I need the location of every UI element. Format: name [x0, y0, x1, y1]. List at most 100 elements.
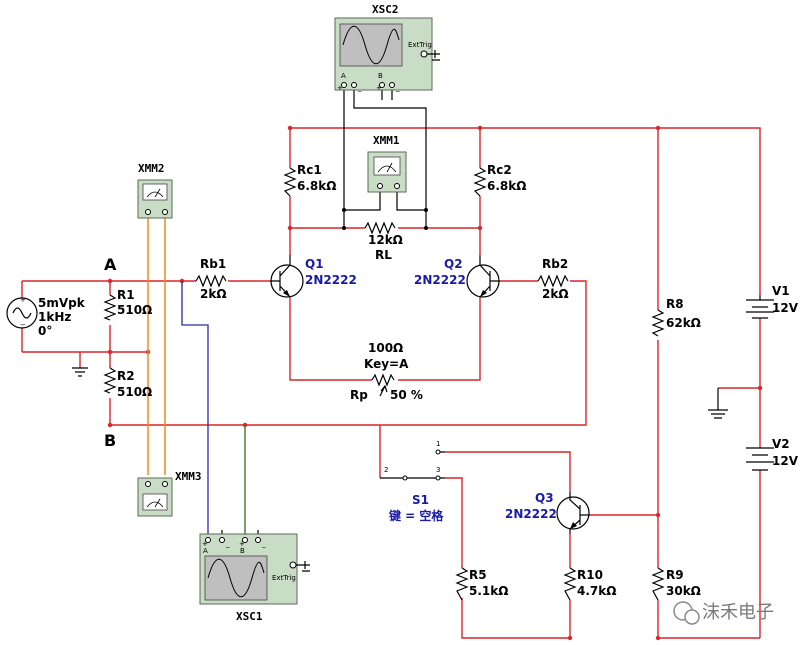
rl-name: RL [375, 248, 392, 262]
ground-symbol [708, 388, 728, 419]
r5-name: R5 [469, 568, 487, 582]
rc1-value: 6.8kΩ [297, 179, 336, 193]
resistor-rc2 [473, 167, 487, 197]
r8-value: 62kΩ [666, 316, 701, 330]
xsc1-ch-a-plus: + [202, 540, 208, 548]
switch-s1[interactable] [380, 449, 445, 481]
pot-percent: 50 % [390, 388, 423, 402]
resistor-r2 [103, 367, 117, 394]
r9-name: R9 [666, 568, 684, 582]
source-frequency: 1kHz [38, 310, 71, 324]
wires-scope-xsc1 [181, 281, 259, 540]
q1-model: 2N2222 [305, 273, 357, 287]
resistor-r10 [563, 567, 577, 601]
xsc2-ch-a-minus: _ [357, 84, 362, 92]
xsc1-ch-b-minus: _ [261, 540, 266, 548]
xsc2-ch-b-minus: _ [395, 84, 400, 92]
xsc2-label: XSC2 [372, 3, 399, 16]
wires-orange [147, 218, 166, 475]
xsc2-ch-a: A [341, 72, 346, 80]
battery-v1 [746, 295, 774, 319]
r2-value: 510Ω [117, 385, 152, 399]
resistor-rb1 [195, 274, 227, 288]
v1-value: 12V [772, 301, 799, 315]
r10-value: 4.7kΩ [577, 584, 616, 598]
source-phase: 0° [38, 324, 52, 338]
transistor-q2 [466, 255, 500, 298]
xsc1-ch-a: A [203, 547, 208, 555]
switch-pin1: 1 [436, 440, 440, 448]
xsc2-ch-b-plus: + [376, 84, 382, 92]
multimeter-xmm1[interactable] [367, 151, 407, 193]
pot-name: Rp [350, 388, 368, 402]
pot-key: Key=A [364, 357, 409, 371]
xsc2-exttrig: ExtTrig [408, 41, 432, 49]
transistor-q3 [556, 492, 590, 534]
rl-value: 12kΩ [368, 233, 403, 247]
xsc1-ch-a-minus: _ [225, 540, 230, 548]
r1-value: 510Ω [117, 303, 152, 317]
rb2-name: Rb2 [542, 257, 568, 271]
switch-key: 键 = 空格 [388, 508, 444, 523]
oscilloscope-xsc1[interactable] [199, 533, 310, 605]
switch-pin2: 2 [384, 466, 388, 474]
resistor-r1 [103, 294, 117, 321]
ac-source: + − [6, 296, 38, 329]
xsc1-ch-b-plus: + [239, 540, 245, 548]
xsc2-ch-b: B [378, 72, 383, 80]
pot-value: 100Ω [368, 341, 403, 355]
watermark-text: 沫禾电子 [702, 602, 774, 623]
pot-wiper [379, 384, 388, 397]
multimeter-xmm2[interactable] [137, 179, 173, 219]
resistor-r5 [455, 567, 469, 601]
r2-name: R2 [117, 369, 135, 383]
r10-name: R10 [577, 568, 603, 582]
r9-value: 30kΩ [666, 584, 701, 598]
svg-text:−: − [20, 321, 26, 329]
switch-name: S1 [412, 493, 429, 507]
v1-name: V1 [772, 284, 790, 298]
q3-name: Q3 [535, 491, 554, 505]
switch-pin3: 3 [436, 466, 440, 474]
xsc2-ch-a-plus: + [337, 84, 343, 92]
watermark-logo-icon [673, 601, 700, 625]
wires-red [21, 125, 763, 641]
battery-v2 [746, 447, 774, 471]
xmm3-label: XMM3 [175, 470, 202, 483]
resistor-rc1 [283, 167, 297, 197]
xmm2-label: XMM2 [138, 162, 165, 175]
node-a-label: A [104, 255, 117, 274]
rc2-name: Rc2 [487, 163, 512, 177]
xsc1-ch-b: B [240, 547, 245, 555]
rc1-name: Rc1 [297, 163, 322, 177]
xsc1-label: XSC1 [236, 610, 263, 623]
transistor-q1 [270, 255, 304, 298]
q2-model: 2N2222 [414, 273, 466, 287]
rc2-value: 6.8kΩ [487, 179, 526, 193]
svg-text:+: + [20, 296, 26, 304]
potentiometer-rp [371, 373, 395, 387]
q1-name: Q1 [305, 257, 324, 271]
resistor-r9 [651, 567, 665, 601]
xmm1-label: XMM1 [373, 134, 400, 147]
rb1-name: Rb1 [200, 257, 226, 271]
rb1-value: 2kΩ [200, 287, 227, 301]
multimeter-xmm3[interactable] [137, 477, 173, 517]
source-amplitude: 5mVpk [38, 296, 86, 310]
xsc1-exttrig: ExtTrig [272, 574, 296, 582]
r1-name: R1 [117, 288, 135, 302]
oscilloscope-xsc2[interactable] [334, 17, 440, 91]
r8-name: R8 [666, 297, 684, 311]
rb2-value: 2kΩ [542, 287, 569, 301]
wires-black [342, 90, 428, 230]
resistor-rb2 [537, 274, 569, 288]
ground-symbol [72, 367, 88, 377]
v2-value: 12V [772, 454, 799, 468]
resistor-rl [364, 221, 396, 235]
resistor-r8 [651, 309, 665, 337]
v2-name: V2 [772, 437, 790, 451]
q3-model: 2N2222 [505, 507, 557, 521]
r5-value: 5.1kΩ [469, 584, 508, 598]
q2-name: Q2 [444, 257, 463, 271]
